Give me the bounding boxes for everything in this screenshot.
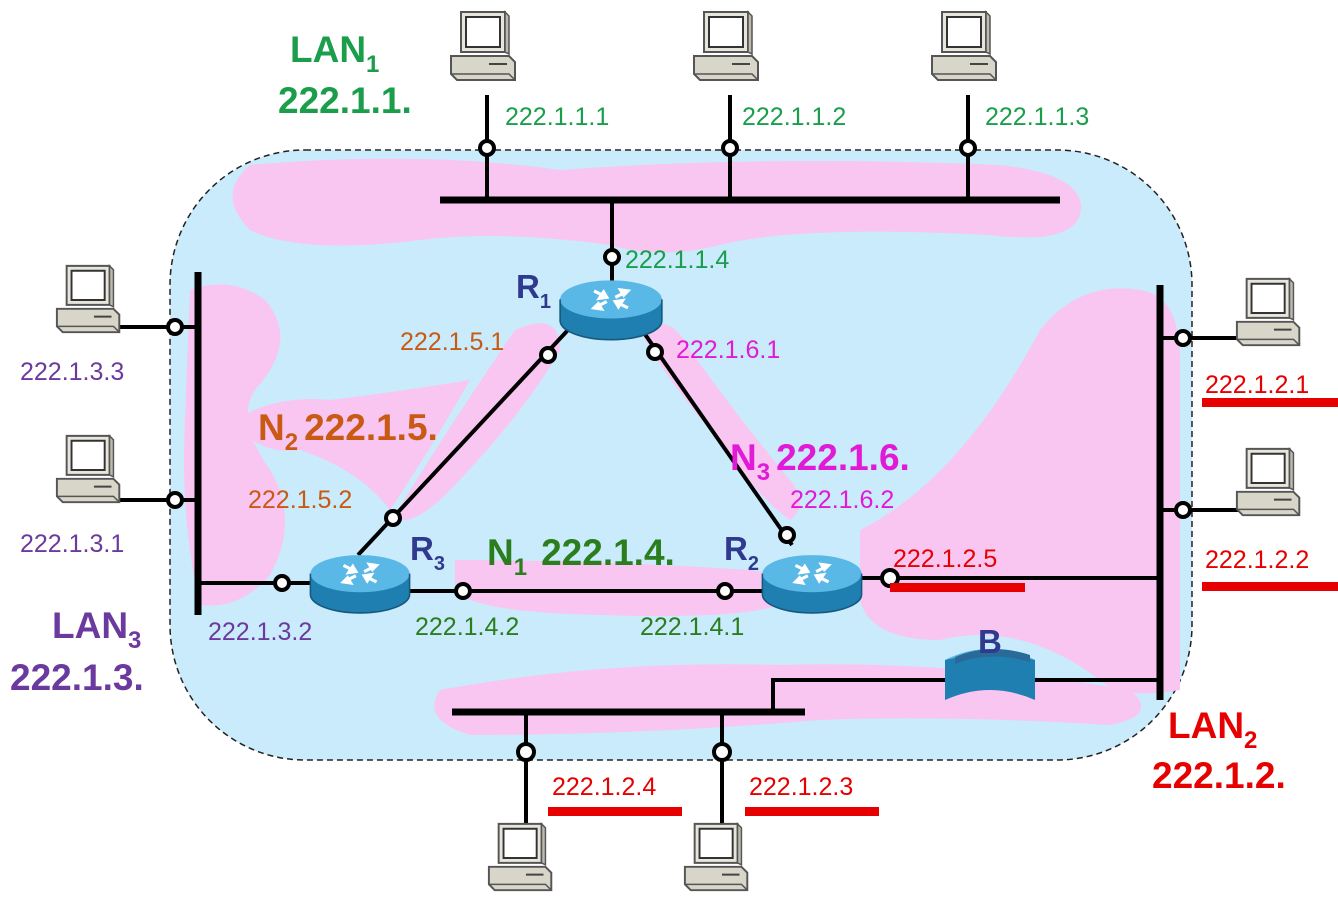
router-icon <box>558 278 664 342</box>
svg-text:222.1.3.: 222.1.3. <box>10 657 144 698</box>
address-label: 222.1.1.1 <box>505 103 609 131</box>
bridge-label: B <box>978 623 1002 660</box>
desktop-computer-icon <box>449 10 517 82</box>
address-label: 222.1.2.4 <box>552 773 656 801</box>
address-label: 222.1.6.1 <box>676 336 780 364</box>
address-label: 222.1.2.3 <box>749 773 853 801</box>
lan3-label: LAN3 222.1.3. <box>10 605 144 698</box>
interface-points <box>166 139 1192 762</box>
address-label: 222.1.4.1 <box>640 613 744 641</box>
address-label: 222.1.3.2 <box>208 618 312 646</box>
desktop-computer-icon <box>1235 277 1301 347</box>
desktop-computer-icon <box>487 822 553 892</box>
desktop-computer-icon <box>692 10 760 82</box>
address-label: 222.1.6.2 <box>790 486 894 514</box>
address-label: 222.1.2.2 <box>1205 546 1309 574</box>
lan2-label: LAN2 222.1.2. <box>1152 705 1286 796</box>
desktop-computer-icon <box>55 434 121 504</box>
address-underlines <box>548 398 1338 816</box>
router-r1-label: R1 <box>516 268 551 313</box>
desktop-computer-icon <box>55 264 121 334</box>
svg-text:222.1.2.: 222.1.2. <box>1152 755 1286 796</box>
address-label: 222.1.3.1 <box>20 530 124 558</box>
address-label: 222.1.5.2 <box>248 486 352 514</box>
address-label: 222.1.4.2 <box>415 613 519 641</box>
address-label: 222.1.1.2 <box>742 103 846 131</box>
bridge-icon <box>945 648 1035 700</box>
router-r3-label: R3 <box>410 530 445 575</box>
address-label: 222.1.2.1 <box>1205 371 1309 399</box>
router-icon <box>308 553 412 615</box>
svg-text:LAN3: LAN3 <box>52 605 141 654</box>
address-label: 222.1.1.3 <box>985 103 1089 131</box>
address-label: 222.1.5.1 <box>400 328 504 356</box>
svg-text:LAN2: LAN2 <box>1168 705 1257 754</box>
desktop-computer-icon <box>683 822 749 892</box>
desktop-computer-icon <box>930 10 998 82</box>
address-label: 222.1.1.4 <box>625 246 729 274</box>
address-label: 222.1.2.5 <box>893 545 997 573</box>
svg-text:LAN1: LAN1 <box>290 29 379 78</box>
svg-text:222.1.1.: 222.1.1. <box>278 80 412 121</box>
lan1-label: LAN1 222.1.1. <box>278 29 412 121</box>
router-r2-label: R2 <box>724 530 759 575</box>
router-icon <box>760 553 864 615</box>
desktop-computer-icon <box>1235 447 1301 517</box>
address-label: 222.1.3.3 <box>20 358 124 386</box>
